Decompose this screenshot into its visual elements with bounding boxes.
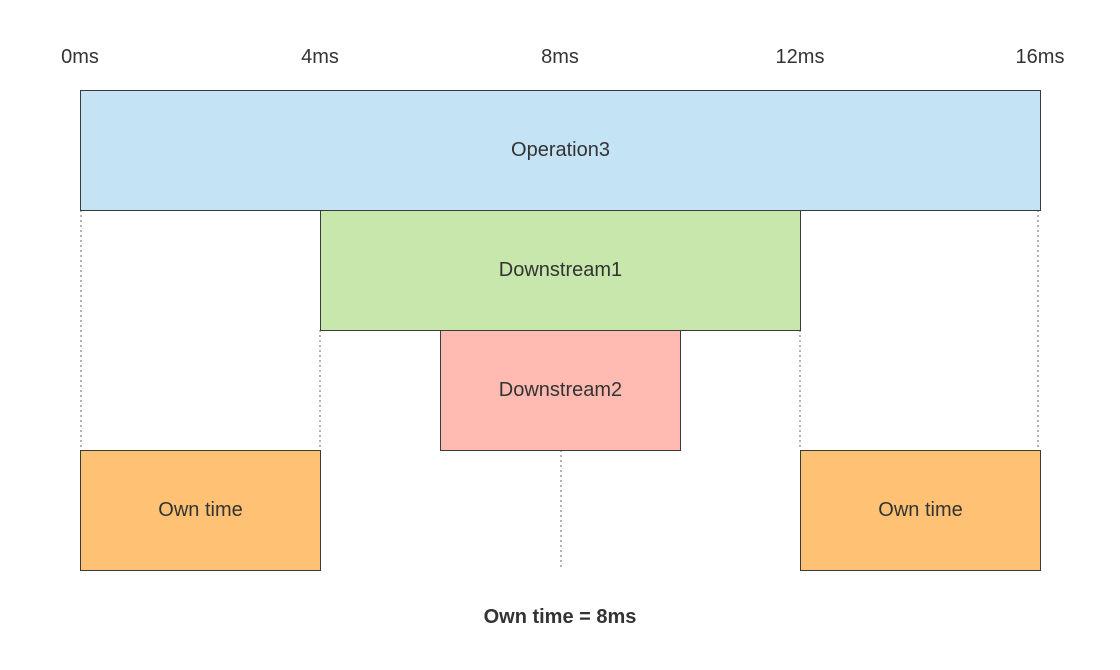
tick-label-0ms: 0ms bbox=[61, 46, 99, 68]
tick-label-8ms: 8ms bbox=[541, 46, 579, 68]
span-label-downstream2: Downstream2 bbox=[498, 379, 623, 401]
tick-label-12ms: 12ms bbox=[775, 46, 825, 68]
tick-label-4ms: 4ms bbox=[301, 46, 339, 68]
own-time-total: Own time = 8ms bbox=[483, 606, 637, 628]
own-time-label-right: Own time bbox=[878, 499, 963, 521]
span-bar-operation3: Operation3 bbox=[80, 90, 1041, 211]
span-bar-downstream2: Downstream2 bbox=[440, 330, 681, 451]
span-label-operation3: Operation3 bbox=[511, 139, 610, 161]
own-time-bar-left: Own time bbox=[80, 450, 321, 571]
span-bar-downstream1: Downstream1 bbox=[320, 210, 801, 331]
own-time-bar-right: Own time bbox=[800, 450, 1041, 571]
own-time-label-left: Own time bbox=[158, 499, 243, 521]
tick-label-16ms: 16ms bbox=[1015, 46, 1065, 68]
span-label-downstream1: Downstream1 bbox=[498, 259, 623, 281]
